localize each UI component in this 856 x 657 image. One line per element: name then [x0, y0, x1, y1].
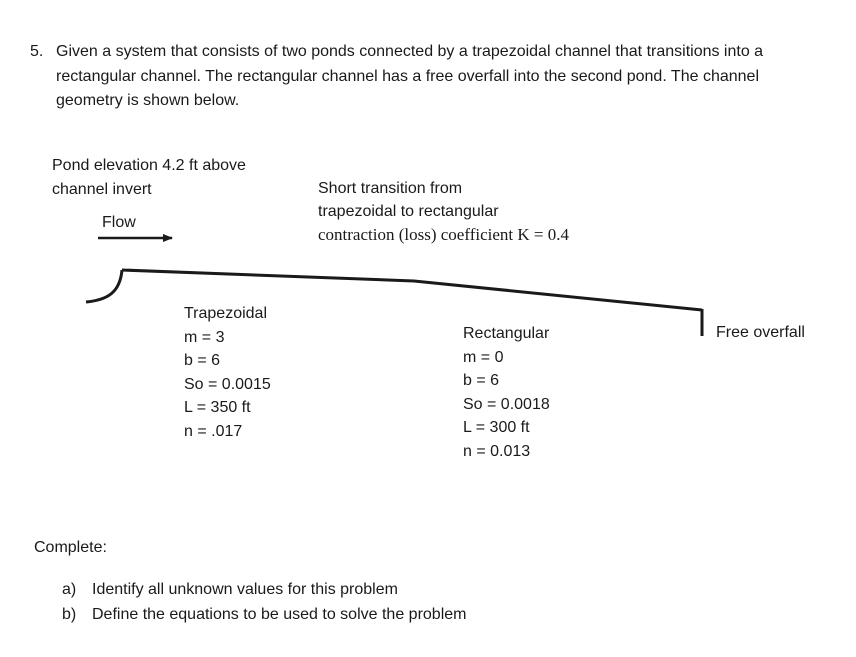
rectangular-slope: So = 0.0018 [463, 395, 550, 413]
trapezoidal-slope: So = 0.0015 [184, 375, 271, 393]
tasks-heading: Complete: [34, 539, 107, 556]
problem-line: Given a system that consists of two pond… [56, 43, 764, 60]
free-overfall-label: Free overfall [716, 324, 805, 341]
problem-number: 5. [30, 43, 44, 60]
trapezoidal-side-slope: m = 3 [184, 328, 225, 346]
rectangular-parameters: Rectangular m = 0 b = 6 So = 0.0018 L = … [463, 322, 550, 464]
loss-coefficient-label: contraction (loss) coefficient K = 0.4 [318, 225, 569, 244]
task-marker: b) [62, 605, 77, 623]
problem-line: geometry is shown below. [56, 92, 240, 109]
task-text: Identify all unknown values for this pro… [92, 581, 398, 598]
task-text: Define the equations to be used to solve… [92, 605, 467, 623]
problem-text: Given a system that consists of two pond… [56, 40, 816, 114]
trapezoidal-title: Trapezoidal [184, 305, 268, 322]
pond-label-line: channel invert [52, 181, 152, 198]
rectangular-bottom-width: b = 6 [463, 372, 500, 390]
flow-label: Flow [102, 214, 136, 231]
task-item: b) Define the equations to be used to sol… [62, 603, 466, 628]
pond-elevation-label: Pond elevation 4.2 ft above channel inve… [52, 154, 246, 202]
trapezoidal-roughness: n = .017 [184, 422, 243, 440]
task-marker: a) [62, 581, 77, 598]
problem-line: rectangular channel. The rectangular cha… [56, 67, 759, 85]
pond-label-line: Pond elevation 4.2 ft above [52, 157, 246, 174]
rectangular-side-slope: m = 0 [463, 348, 504, 366]
rectangular-length: L = 300 ft [463, 419, 530, 437]
transition-label-line: trapezoidal to rectangular [318, 203, 499, 220]
trapezoidal-length: L = 350 ft [184, 399, 251, 417]
pond-inlet-curve [85, 269, 124, 304]
trapezoidal-bottom-width: b = 6 [184, 352, 221, 370]
task-list: a) Identify all unknown values for this p… [62, 578, 466, 627]
rectangular-roughness: n = 0.013 [463, 442, 531, 460]
transition-label-line: Short transition from [318, 180, 463, 197]
channel-invert-profile [121, 268, 703, 312]
trapezoidal-parameters: Trapezoidal m = 3 b = 6 So = 0.0015 L = … [184, 302, 271, 444]
task-item: a) Identify all unknown values for this p… [62, 578, 466, 603]
rectangular-title: Rectangular [463, 325, 550, 342]
transition-label: Short transition from trapezoidal to rec… [318, 177, 569, 246]
